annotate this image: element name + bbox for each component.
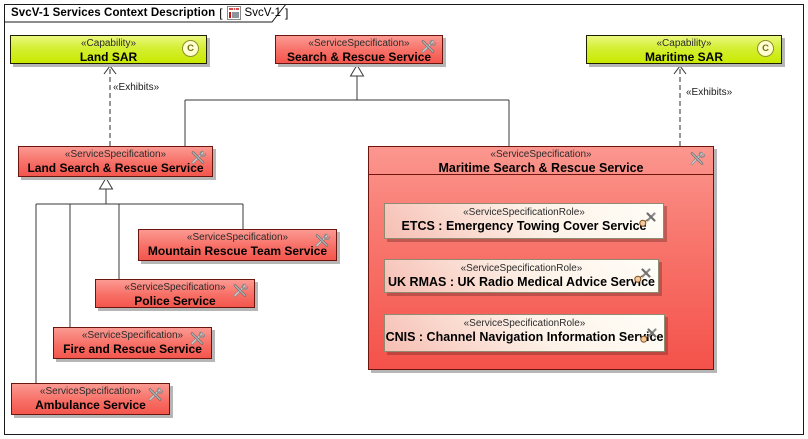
stereotype-label: «ServiceSpecificationRole» [463, 318, 586, 329]
role-uk-rmas[interactable]: «ServiceSpecificationRole» UK RMAS : UK … [384, 259, 659, 293]
node-name: Land SAR [79, 50, 138, 64]
tools-icon [191, 150, 207, 164]
role-etcs[interactable]: «ServiceSpecificationRole» ETCS : Emerge… [384, 203, 664, 239]
tools-icon [233, 283, 249, 297]
node-land-sar[interactable]: «Capability» Land SAR C [10, 35, 207, 64]
stereotype-label: «ServiceSpecification» [64, 149, 167, 160]
node-mountain-rescue-team-service[interactable]: «ServiceSpecification» Mountain Rescue T… [138, 229, 337, 261]
node-name: Mountain Rescue Team Service [147, 244, 328, 258]
diagram-frame [4, 4, 804, 435]
stereotype-label: «ServiceSpecification» [490, 149, 592, 160]
node-name: Search & Rescue Service [286, 50, 432, 64]
node-name: Fire and Rescue Service [63, 342, 202, 356]
composite-header: «ServiceSpecification» Maritime Search &… [369, 147, 713, 175]
capability-icon: C [182, 40, 199, 57]
node-police-service[interactable]: «ServiceSpecification» Police Service [95, 279, 255, 308]
stereotype-label: «ServiceSpecification» [308, 38, 410, 49]
role-name: ETCS : Emergency Towing Cover Service [401, 219, 647, 233]
node-search-rescue-service[interactable]: «ServiceSpecification» Search & Rescue S… [275, 35, 443, 64]
diagram-title: SvcV-1 Services Context Description [ Sv… [11, 6, 288, 20]
stereotype-label: «ServiceSpecification» [124, 282, 226, 293]
role-tools-icon [640, 328, 657, 343]
bracket-close: ] [284, 6, 289, 20]
stereotype-label: «ServiceSpecification» [81, 330, 184, 341]
tools-icon [315, 233, 331, 247]
tools-icon [421, 39, 437, 53]
exhibits-label-right: «Exhibits» [686, 87, 733, 98]
node-ambulance-service[interactable]: «ServiceSpecification» Ambulance Service [11, 383, 170, 415]
role-name: CNIS : Channel Navigation Information Se… [385, 330, 664, 344]
node-name: Maritime Search & Rescue Service [438, 161, 644, 175]
stereotype-label: «ServiceSpecificationRole» [463, 207, 585, 218]
node-name: Land Search & Rescue Service [27, 161, 204, 175]
tools-icon [690, 151, 706, 165]
bracket-open: [ [219, 6, 223, 20]
diagram-ref: SvcV-1 [244, 7, 281, 19]
node-name: Police Service [134, 294, 216, 308]
capability-icon: C [757, 40, 774, 57]
role-name: UK RMAS : UK Radio Medical Advice Servic… [388, 275, 655, 289]
svcv-diagram-icon [226, 6, 241, 20]
exhibits-label-left: «Exhibits» [113, 82, 160, 93]
stereotype-label: «ServiceSpecification» [186, 232, 289, 243]
role-tools-icon [634, 268, 651, 283]
stereotype-label: «ServiceSpecification» [39, 386, 142, 397]
tools-icon [190, 331, 206, 345]
node-maritime-sar[interactable]: «Capability» Maritime SAR C [586, 35, 782, 64]
role-tools-icon [639, 212, 656, 227]
node-name: Maritime SAR [644, 50, 724, 64]
node-name: Ambulance Service [35, 398, 146, 412]
role-cnis[interactable]: «ServiceSpecificationRole» CNIS : Channe… [384, 314, 665, 352]
diagram-title-text: SvcV-1 Services Context Description [11, 7, 216, 19]
stereotype-label: «ServiceSpecificationRole» [460, 263, 583, 274]
node-fire-and-rescue-service[interactable]: «ServiceSpecification» Fire and Rescue S… [53, 327, 212, 359]
stereotype-label: «Capability» [80, 38, 137, 49]
tools-icon [148, 387, 164, 401]
node-maritime-search-rescue-service[interactable]: «ServiceSpecification» Maritime Search &… [368, 146, 714, 370]
stereotype-label: «Capability» [656, 38, 712, 49]
node-land-search-rescue-service[interactable]: «ServiceSpecification» Land Search & Res… [18, 146, 213, 177]
